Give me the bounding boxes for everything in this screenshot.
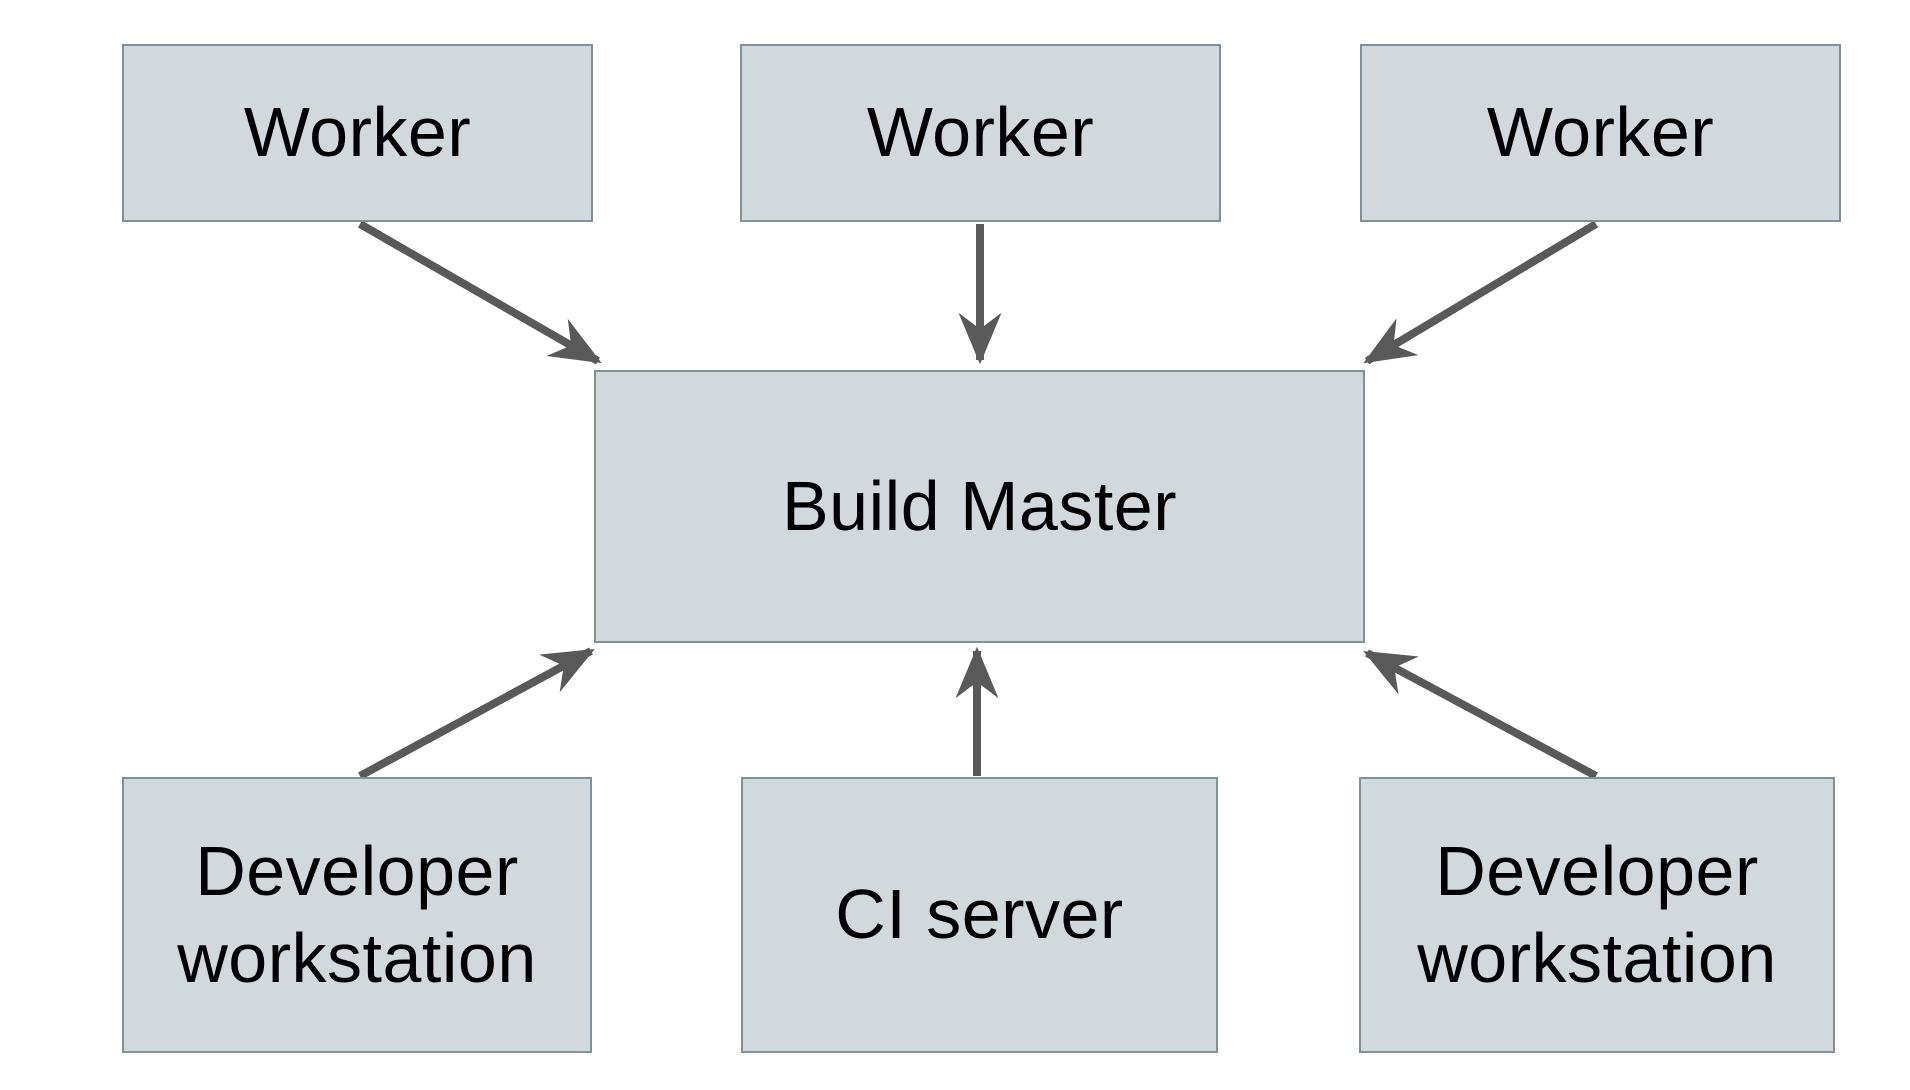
node-ci-server-label: CI server bbox=[835, 875, 1124, 954]
node-worker-1: Worker bbox=[122, 44, 593, 222]
node-worker-3: Worker bbox=[1360, 44, 1841, 222]
node-build-master: Build Master bbox=[594, 370, 1365, 643]
node-build-master-label: Build Master bbox=[781, 466, 1178, 545]
arrow-developer-workstation-1-to-build-master bbox=[358, 647, 595, 780]
node-worker-2-label: Worker bbox=[866, 93, 1095, 172]
node-worker-3-label: Worker bbox=[1486, 93, 1715, 172]
node-ci-server: CI server bbox=[741, 777, 1218, 1053]
node-worker-1-label: Worker bbox=[243, 93, 472, 172]
node-developer-workstation-2-label: Developer workstation bbox=[1417, 831, 1777, 998]
arrow-developer-workstation-2-to-build-master bbox=[1363, 649, 1598, 780]
arrow-worker-1-to-build-master bbox=[358, 220, 602, 365]
node-developer-workstation-1-label: Developer workstation bbox=[177, 831, 537, 998]
node-developer-workstation-1: Developer workstation bbox=[122, 777, 592, 1053]
node-worker-2: Worker bbox=[740, 44, 1221, 222]
node-developer-workstation-2: Developer workstation bbox=[1359, 777, 1835, 1053]
arrow-worker-3-to-build-master bbox=[1363, 220, 1599, 365]
